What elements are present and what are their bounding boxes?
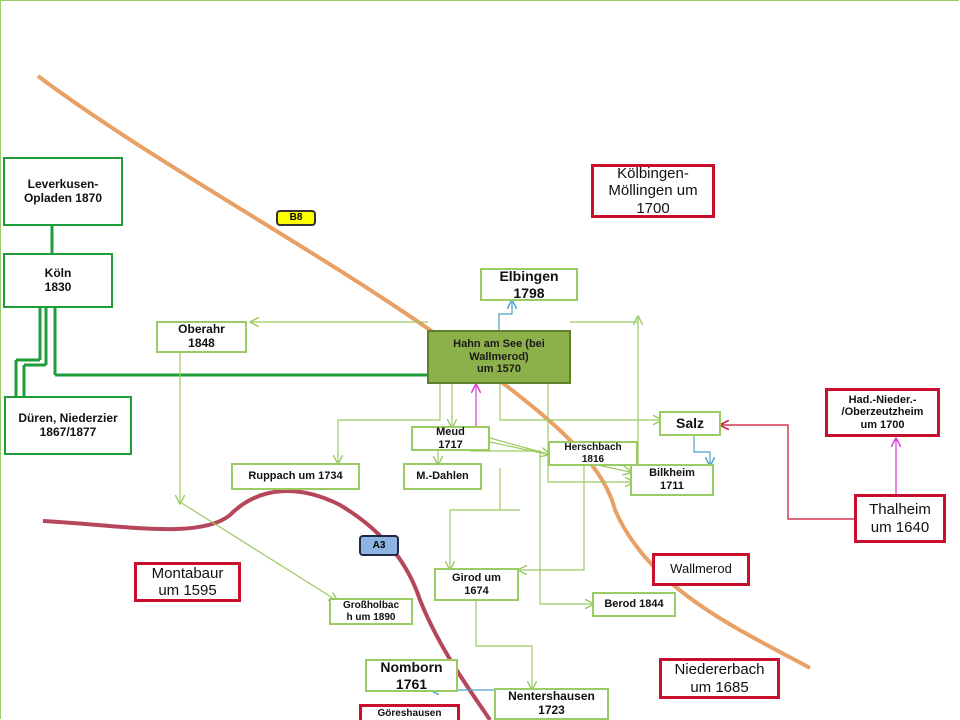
place-oberahr: Oberahr 1848 [156,321,247,353]
road-b8 [36,74,811,670]
place-niedererbach: Niedererbach um 1685 [659,658,780,699]
place-wallmerod: Wallmerod [652,553,750,586]
place-nomborn: Nomborn 1761 [365,659,458,692]
place-koeln: Köln 1830 [3,253,113,308]
place-berod: Berod 1844 [592,592,676,617]
place-elbingen: Elbingen 1798 [480,268,578,301]
place-grossholbach: Großholbac h um 1890 [329,598,413,625]
place-meud: Meud 1717 [411,426,490,451]
road-a3 [42,489,492,720]
place-thalheim: Thalheim um 1640 [854,494,946,543]
place-herschbach: Herschbach 1816 [548,441,638,466]
road-sign-b8: B8 [276,210,316,226]
place-hadamar: Had.-Nieder.- /Oberzeutzheim um 1700 [825,388,940,437]
place-montabaur: Montabaur um 1595 [134,562,241,602]
place-goeresshausen: Göreshausen [359,704,460,720]
place-salz: Salz [659,411,721,436]
place-koelbingen: Kölbingen- Möllingen um 1700 [591,164,715,218]
place-leverkusen: Leverkusen- Opladen 1870 [3,157,123,226]
place-nentershausen: Nentershausen 1723 [494,688,609,720]
place-ruppach: Ruppach um 1734 [231,463,360,490]
place-girod: Girod um 1674 [434,568,519,601]
place-bilkheim: Bilkheim 1711 [630,464,714,496]
place-m-dahlen: M.-Dahlen [403,463,482,490]
place-hahn-am-see: Hahn am See (bei Wallmerod) um 1570 [427,330,571,384]
place-dueren: Düren, Niederzier 1867/1877 [4,396,132,455]
road-sign-a3: A3 [359,535,399,556]
